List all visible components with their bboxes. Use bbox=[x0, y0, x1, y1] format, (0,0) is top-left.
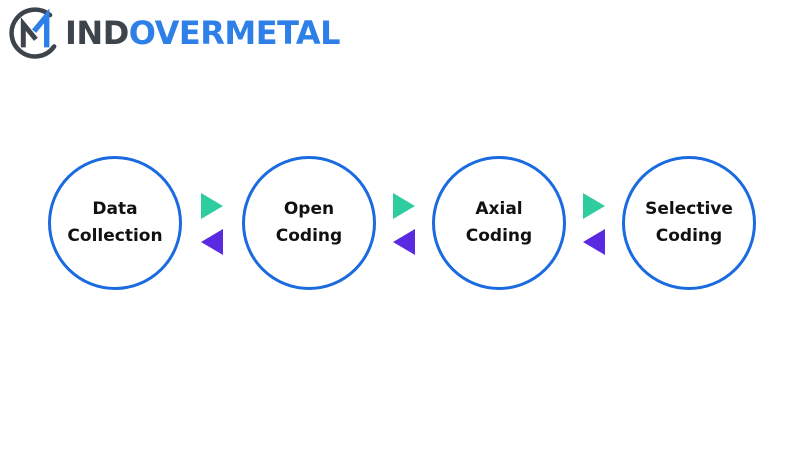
step-label-line2: Coding bbox=[465, 226, 533, 246]
step-label-line1: Data bbox=[92, 199, 138, 219]
backward-arrow-icon bbox=[583, 229, 605, 255]
step-label-line1: Axial bbox=[475, 199, 523, 219]
step-label-line2: Coding bbox=[275, 226, 343, 246]
step-label-line1: Selective bbox=[645, 199, 733, 219]
logo-text-dark: IND bbox=[65, 14, 129, 52]
forward-arrow-icon bbox=[393, 193, 415, 219]
logo-text-blue: OVERMETAL bbox=[128, 14, 341, 52]
step-circle-open-coding: Open Coding bbox=[242, 156, 376, 290]
step-label-line2: Coding bbox=[655, 226, 723, 246]
logo: INDOVERMETAL bbox=[8, 5, 341, 61]
backward-arrow-icon bbox=[201, 229, 223, 255]
mindovermetal-m-icon bbox=[9, 7, 57, 59]
step-label-line1: Open bbox=[283, 199, 335, 219]
forward-arrow-icon bbox=[583, 193, 605, 219]
step-label-line2: Collection bbox=[67, 226, 163, 246]
step-circle-data-collection: Data Collection bbox=[48, 156, 182, 290]
forward-arrow-icon bbox=[201, 193, 223, 219]
step-circle-axial-coding: Axial Coding bbox=[432, 156, 566, 290]
backward-arrow-icon bbox=[393, 229, 415, 255]
logo-text: INDOVERMETAL bbox=[65, 6, 341, 60]
step-circle-selective-coding: Selective Coding bbox=[622, 156, 756, 290]
